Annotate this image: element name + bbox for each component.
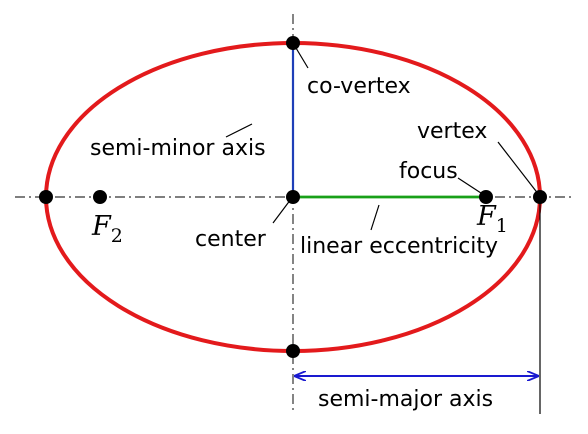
right-vertex-point xyxy=(533,190,547,204)
focus-f1-point xyxy=(479,190,493,204)
semi-major-axis-label: semi-major axis xyxy=(318,387,493,412)
center-label: center xyxy=(195,227,267,252)
co-vertex-label: co-vertex xyxy=(307,74,411,99)
focus-f1-letter: F xyxy=(476,201,497,232)
vertex-leader xyxy=(497,141,540,196)
linear-eccentricity-leader xyxy=(370,204,380,231)
focus-f2-letter: F xyxy=(91,211,112,242)
semi-minor-leader xyxy=(225,123,253,138)
focus-f2-point xyxy=(93,190,107,204)
focus-f2-subscript: 2 xyxy=(111,225,123,247)
semi-minor-axis-label: semi-minor axis xyxy=(90,136,266,161)
linear-eccentricity-label: linear eccentricity xyxy=(300,234,498,259)
focus-leader xyxy=(457,177,485,196)
vertex-label: vertex xyxy=(417,119,487,144)
focus-f2-label: F2 xyxy=(91,211,123,247)
center-leader xyxy=(272,198,292,224)
focus-f1-subscript: 1 xyxy=(496,215,508,237)
center-point xyxy=(286,190,300,204)
focus-f1-label: F1 xyxy=(476,201,508,237)
top-co-vertex-point xyxy=(286,36,300,50)
left-vertex-point xyxy=(39,190,53,204)
bottom-co-vertex-point xyxy=(286,344,300,358)
focus-label: focus xyxy=(399,159,458,184)
